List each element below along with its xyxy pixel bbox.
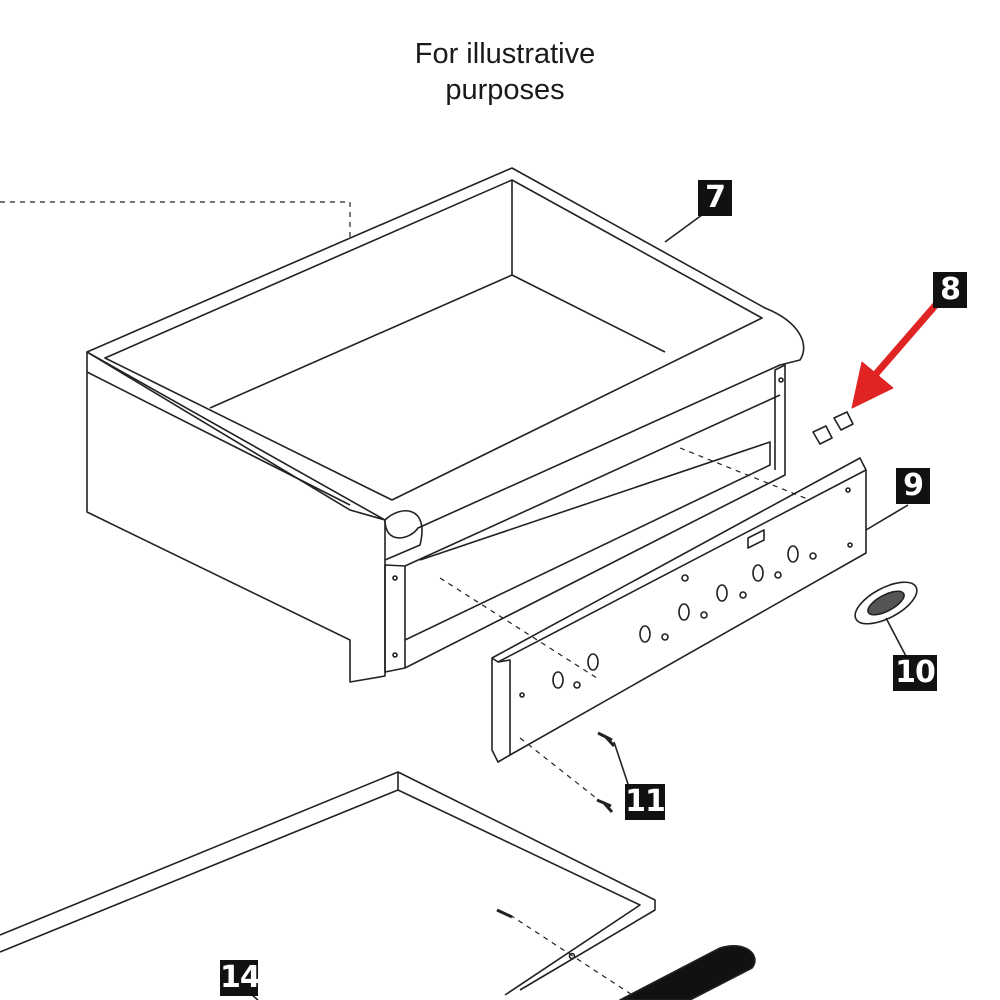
indicator-hole [739, 591, 747, 599]
lower-tray [0, 771, 756, 1000]
dashed-guide-top [0, 201, 351, 390]
handle-bar [619, 945, 756, 1000]
drawer-left-panel [86, 351, 386, 683]
clip-left [812, 425, 833, 445]
panel-screw-hole [847, 542, 853, 548]
clips-part-8 [812, 411, 854, 445]
dashed-guide-left [439, 577, 601, 681]
callout-part-10: 10 [893, 655, 937, 691]
callout-part-9: 9 [896, 468, 930, 504]
indicator-hole [809, 552, 817, 560]
knob-hole [678, 603, 690, 621]
drawer-left-panel-inner-edge [86, 371, 351, 506]
drawer-top-rim [86, 167, 805, 539]
lower-tray-outline [0, 771, 656, 991]
drawer-inner-rim [104, 179, 763, 501]
drawer-inner-back [209, 180, 666, 409]
control-panel-flange [497, 659, 511, 755]
frame-hole [392, 575, 398, 581]
lower-tray-inner [0, 789, 641, 996]
control-panel [491, 457, 909, 763]
panel-screw-hole [845, 487, 851, 493]
leader-line-7 [664, 211, 707, 243]
leader-line-10 [885, 617, 909, 661]
knob-hole [752, 564, 764, 582]
indicator-hole [681, 574, 689, 582]
bezel-outer [854, 581, 918, 625]
drawer-front-lip [384, 510, 423, 561]
callout-part-14: 14 [220, 960, 261, 996]
tray-screw [496, 908, 513, 919]
indicator-hole [774, 571, 782, 579]
indicator-hole [661, 633, 669, 641]
caption-line-1: For illustrative [414, 38, 596, 70]
knob-hole [552, 671, 564, 689]
indicator-hole [700, 611, 708, 619]
bezel-part-10 [854, 581, 918, 661]
highlight-arrow-shaft [871, 296, 944, 379]
screws-part-11 [596, 731, 631, 813]
callout-part-8: 8 [933, 272, 967, 308]
drawer-front-inner [404, 441, 771, 641]
dashed-guide-center [679, 447, 811, 501]
panel-screw-hole [519, 692, 525, 698]
tray-screw-hole [568, 952, 576, 960]
highlight-arrow-head [851, 361, 894, 409]
caption-line-2: purposes [445, 74, 565, 106]
indicator-hole [573, 681, 581, 689]
callout-part-11: 11 [625, 784, 666, 820]
display-window [747, 529, 765, 549]
frame-hole [778, 377, 784, 383]
knob-hole [587, 653, 599, 671]
screw-upper [597, 731, 616, 748]
frame-hole [392, 652, 398, 658]
highlight-arrow [851, 296, 944, 409]
leader-line-9 [865, 504, 909, 531]
callout-part-7: 7 [698, 180, 732, 216]
drawer-box [86, 167, 805, 683]
knob-hole [787, 545, 799, 563]
dashed-guide-screws [519, 737, 606, 806]
knob-hole [716, 584, 728, 602]
illustrative-caption: For illustrative purposes [300, 36, 710, 108]
drawer-front-frame [384, 364, 786, 673]
leader-line-11 [613, 741, 631, 791]
control-panel-top-edge [491, 469, 867, 663]
bezel-inner [867, 590, 905, 616]
clip-right [833, 411, 854, 431]
knob-hole [639, 625, 651, 643]
screw-lower [596, 798, 614, 813]
